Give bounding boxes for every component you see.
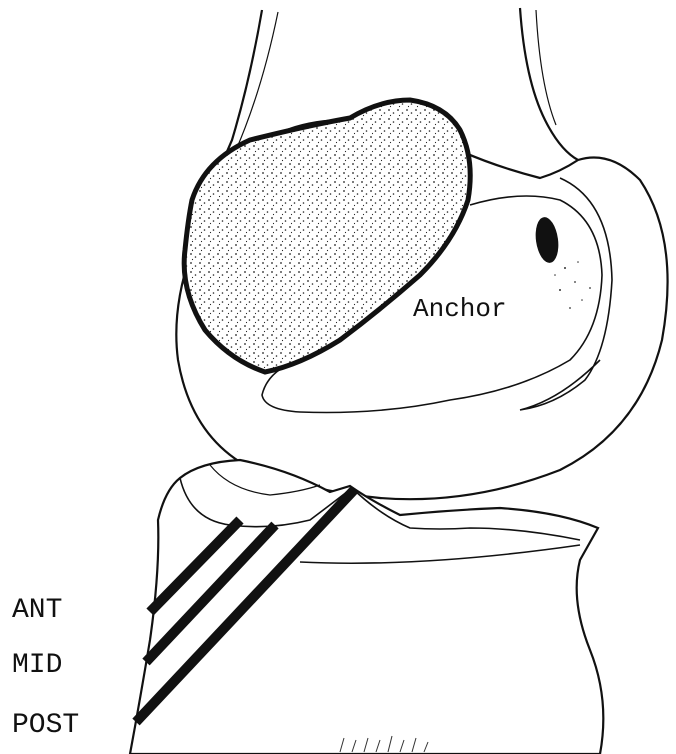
label-mid: MID <box>12 650 62 681</box>
label-ant: ANT <box>12 595 62 626</box>
label-anchor: Anchor <box>413 294 507 324</box>
label-post: POST <box>12 710 79 741</box>
